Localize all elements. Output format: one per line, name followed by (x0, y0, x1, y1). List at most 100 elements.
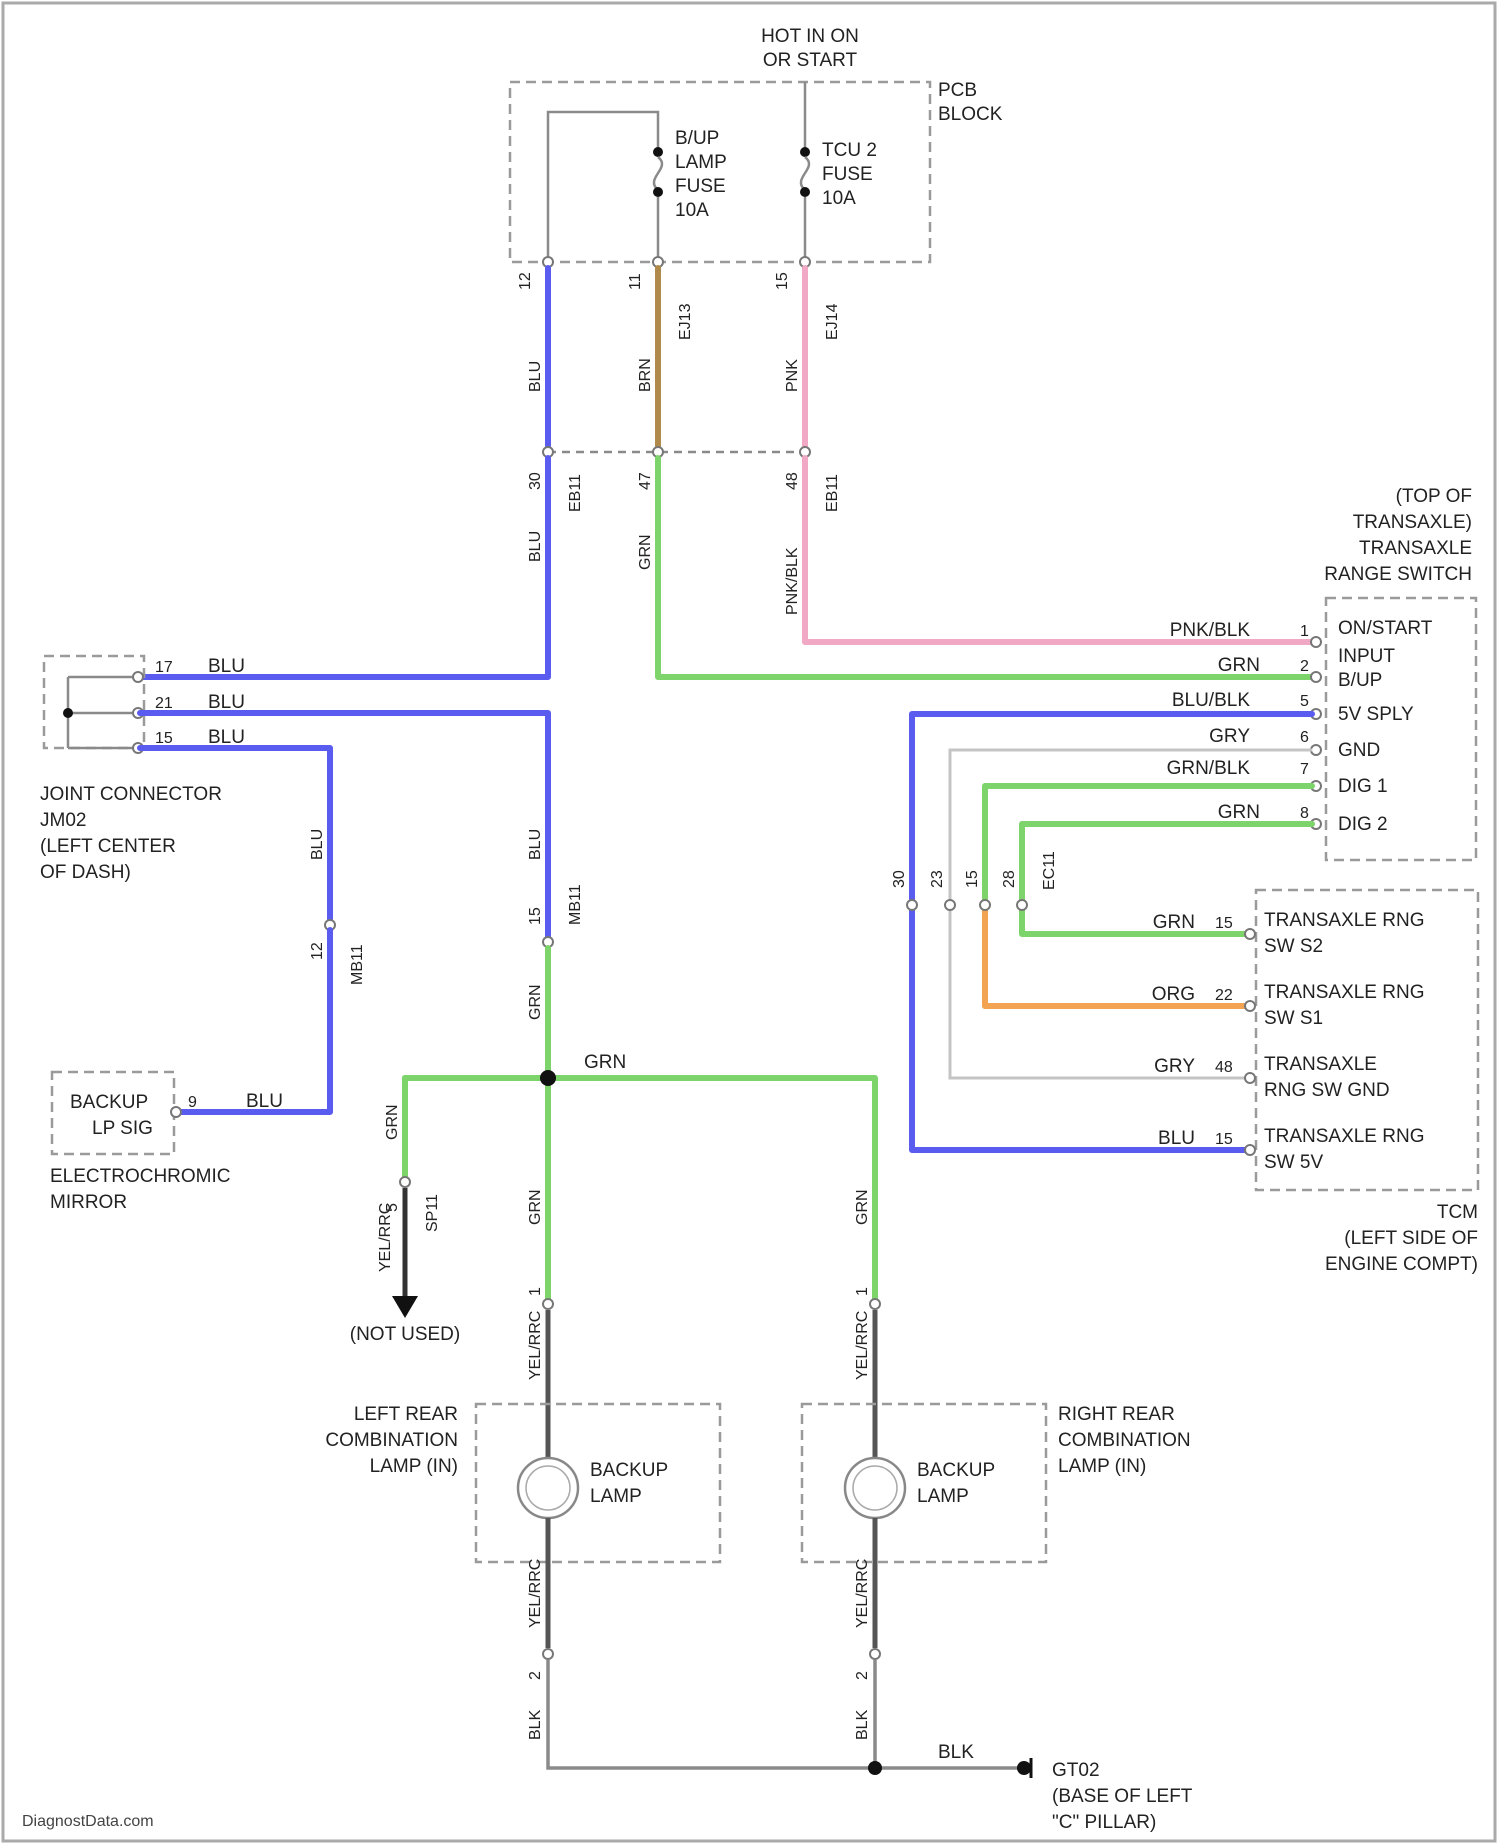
grn-blk-wire-dig1 (985, 786, 1312, 1006)
tcm-row3-label1: TRANSAXLE (1264, 1054, 1377, 1075)
blu-wire-to-mirror (180, 930, 330, 1112)
tcm-row3-pin: 48 (1215, 1059, 1233, 1076)
left-lamp-top-terminal (543, 1299, 553, 1309)
left-lamp-inner-line1: BACKUP (590, 1460, 668, 1481)
wire-label-yel-rrc-right-top: YEL/RRC (854, 1311, 871, 1380)
range-header-line1: (TOP OF (1396, 486, 1472, 507)
range-row7-wire: GRN/BLK (1167, 758, 1251, 779)
mirror-label-line1: ELECTROCHROMIC (50, 1166, 231, 1187)
left-lamp-bottom-terminal (543, 1649, 553, 1659)
bup-fuse-line4: 10A (675, 200, 709, 221)
blu-wire-to-joint-17 (140, 458, 548, 677)
range-row1-label: ON/START (1338, 618, 1433, 639)
ground-wire-label: BLK (938, 1742, 974, 1763)
ec11-pin-2: 23 (929, 870, 946, 888)
range-row1-wire: PNK/BLK (1170, 620, 1251, 641)
range-row-7: GRN/BLK 7 DIG 1 (1167, 758, 1388, 797)
right-lamp-box (802, 1404, 1046, 1562)
tcm-label-line3: ENGINE COMPT) (1325, 1254, 1478, 1275)
bup-fuse-line3: FUSE (675, 176, 726, 197)
mirror-pin: 9 (188, 1094, 197, 1111)
not-used-arrow-icon (392, 1296, 418, 1318)
ec11-id: EC11 (1041, 851, 1058, 890)
range-row8-pin: 8 (1300, 805, 1309, 822)
range-row-2: GRN 2 INPUT B/UP (1218, 646, 1396, 691)
mirror-box (52, 1072, 174, 1154)
joint-splice-dot (63, 708, 73, 718)
tcu2-fuse-icon (800, 147, 810, 258)
grn-wire-splice-right (405, 1078, 875, 1300)
right-lamp-label3: LAMP (IN) (1058, 1456, 1146, 1477)
wire-label-blu-left: BLU (309, 829, 326, 860)
joint-pin-2: 21 (155, 695, 173, 712)
range-row7-label: DIG 1 (1338, 776, 1388, 797)
ec11-pin-1: 30 (891, 870, 908, 888)
mb11-center-pin: 15 (527, 907, 544, 925)
joint-pin-1: 17 (155, 659, 173, 676)
pcb-label-line1: PCB (938, 80, 977, 101)
tcm-row2-label2: SW S1 (1264, 1008, 1323, 1029)
wire-label-blu-center: BLU (527, 829, 544, 860)
tcm-row4-pin: 15 (1215, 1131, 1233, 1148)
eb11-id-right: EB11 (824, 474, 841, 512)
tcm-row1-pin: 15 (1215, 915, 1233, 932)
joint-label-line2: JM02 (40, 810, 86, 831)
mirror-inner-line2: LP SIG (92, 1118, 153, 1139)
left-backup-lamp-icon (518, 1458, 578, 1518)
right-lamp-inner-line1: BACKUP (917, 1460, 995, 1481)
range-row6-label: GND (1338, 740, 1380, 761)
wire-label-grn-lower: GRN (527, 1189, 544, 1225)
ground-symbol-icon (1017, 1758, 1031, 1778)
range-header-line4: RANGE SWITCH (1324, 564, 1472, 585)
wire-label-yel-rrc-left-top: YEL/RRC (527, 1311, 544, 1380)
joint-label-line4: OF DASH) (40, 862, 131, 883)
wire-label-grn-mid: GRN (637, 534, 654, 570)
ground-splice-dot (868, 1761, 882, 1775)
blu-wire-joint-15-to-mirror (140, 748, 330, 920)
bup-fuse-line2: LAMP (675, 152, 727, 173)
range-row2-pin: 2 (1300, 658, 1309, 675)
sp11-id: SP11 (424, 1194, 441, 1232)
ec11-terminal-1 (907, 900, 917, 910)
tcm-row3-wire: GRY (1154, 1056, 1195, 1077)
tcm-row3-label2: RNG SW GND (1264, 1080, 1390, 1101)
mirror-wire-label: BLU (246, 1091, 283, 1112)
eb11-pin-2: 47 (637, 472, 654, 490)
tcm-row1-label1: TRANSAXLE RNG (1264, 910, 1424, 931)
tcm-row4-label2: SW 5V (1264, 1152, 1323, 1173)
range-row2-label: INPUT (1338, 646, 1395, 667)
range-header-line2: TRANSAXLE) (1353, 512, 1472, 533)
pcb-label-line2: BLOCK (938, 104, 1003, 125)
left-lamp-label2: COMBINATION (325, 1430, 458, 1451)
tcm-row2-wire: ORG (1152, 984, 1195, 1005)
left-lamp-pin-bot: 2 (527, 1671, 544, 1680)
gry-wire-gnd (950, 750, 1312, 1078)
wire-label-yel-rrc-right-bot: YEL/RRC (854, 1559, 871, 1628)
mb11-left-id: MB11 (349, 944, 366, 985)
right-lamp-label2: COMBINATION (1058, 1430, 1191, 1451)
tcu-fuse-line3: 10A (822, 188, 856, 209)
ec11-terminal-2 (945, 900, 955, 910)
range-row3-label: B/UP (1338, 670, 1382, 691)
tcu-fuse-line2: FUSE (822, 164, 873, 185)
range-row7-pin: 7 (1300, 761, 1309, 778)
joint-wire-label-3: BLU (208, 727, 245, 748)
tcm-label-line2: (LEFT SIDE OF (1344, 1228, 1478, 1249)
range-row2-wire: GRN (1218, 655, 1260, 676)
tcm-row4-wire: BLU (1158, 1128, 1195, 1149)
range-row5-pin: 5 (1300, 693, 1309, 710)
ec11-pin-3: 15 (964, 870, 981, 888)
wire-label-blu-top: BLU (527, 361, 544, 392)
wire-label-blk-right: BLK (854, 1709, 871, 1740)
eb11-id-left: EB11 (567, 474, 584, 512)
left-lamp-inner-line2: LAMP (590, 1486, 642, 1507)
pcb-pin-mid: 11 (627, 273, 644, 290)
not-used-label: (NOT USED) (350, 1324, 460, 1345)
ground-label3: "C" PILLAR) (1052, 1812, 1156, 1833)
tcm-row4-label1: TRANSAXLE RNG (1264, 1126, 1424, 1147)
right-lamp-pin-bot: 2 (854, 1671, 871, 1680)
ec11-pin-4: 28 (1001, 870, 1018, 888)
joint-terminal-1 (133, 672, 143, 682)
pnk-blk-wire-to-range (805, 458, 1312, 642)
